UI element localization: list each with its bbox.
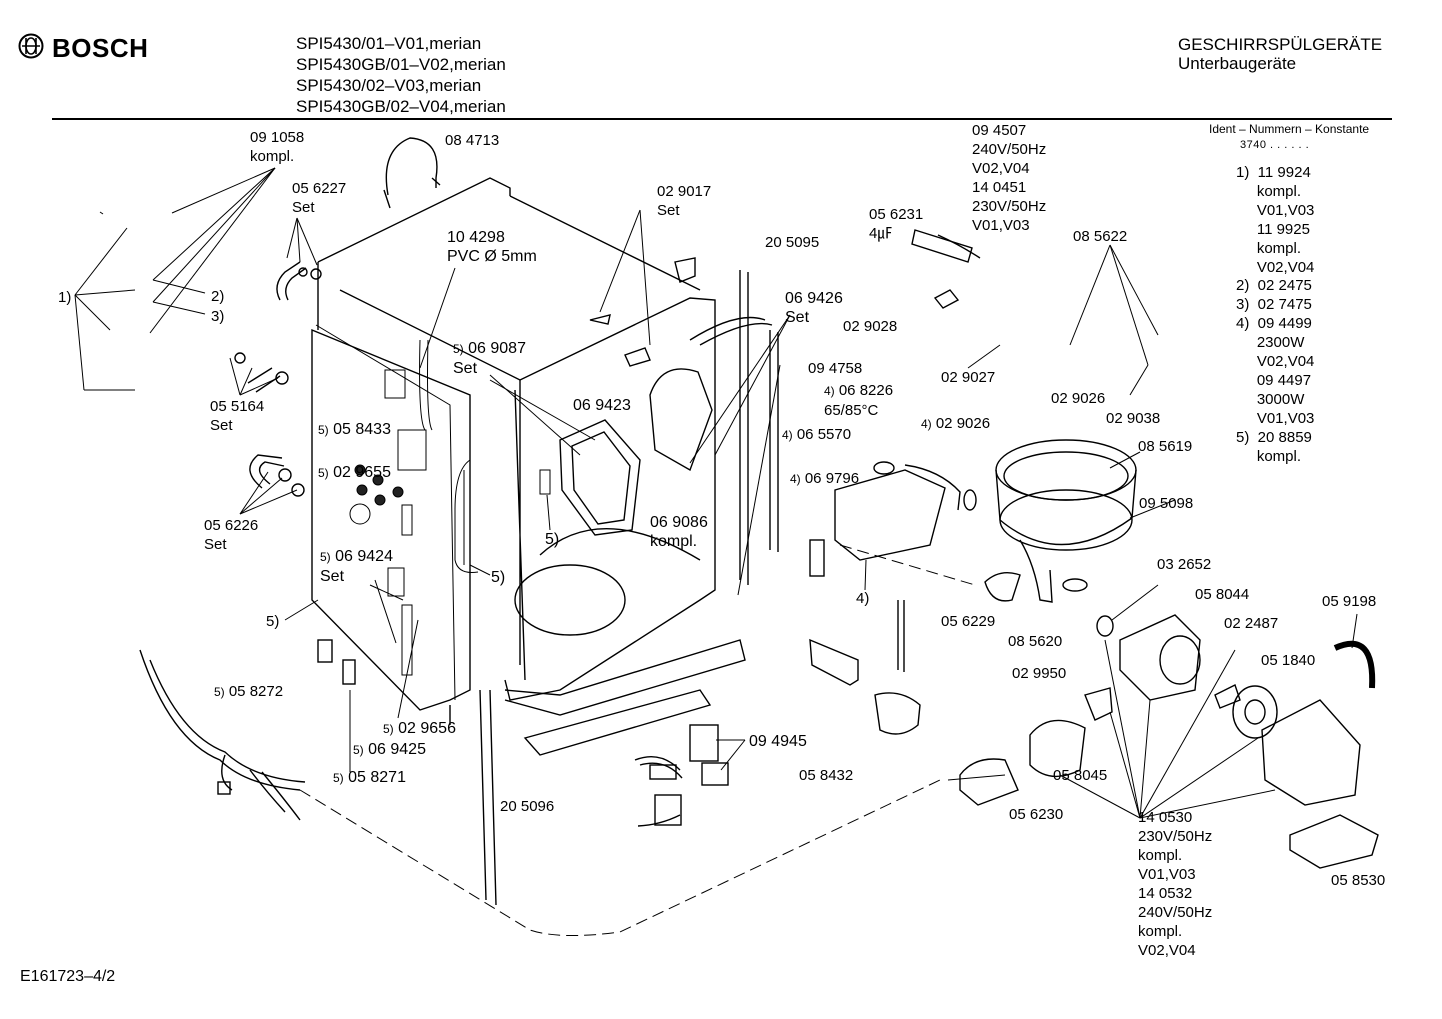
label-058271: 5) 05 8271 bbox=[333, 769, 406, 786]
label-029027: 02 9027 bbox=[941, 369, 996, 386]
leader-lines-right bbox=[284, 209, 1358, 819]
ident-list: 1) 11 9924 kompl. V01,V03 11 9925 kompl.… bbox=[1236, 164, 1315, 465]
label-029655: 5) 02 9655 bbox=[318, 464, 391, 481]
label-029017: 02 9017 Set bbox=[657, 183, 712, 219]
model-list: SPI5430/01–V01,merian SPI5430GB/01–V02,m… bbox=[296, 34, 506, 116]
label-084713: 08 4713 bbox=[445, 132, 500, 149]
drawing-code: E161723–4/2 bbox=[20, 968, 116, 985]
label-058530: 05 8530 bbox=[1331, 872, 1386, 889]
ident-heading: Ident – Nummern – Konstante bbox=[1209, 122, 1370, 136]
label-058045: 05 8045 bbox=[1053, 767, 1108, 784]
label-ref-1: 1) bbox=[58, 289, 72, 306]
label-068226: 4) 06 8226 65/85°C bbox=[824, 382, 894, 419]
label-094758: 09 4758 bbox=[808, 360, 863, 377]
label-069087: 5) 06 9087 Set bbox=[453, 340, 526, 377]
label-ref-5-door: 5) bbox=[491, 569, 506, 586]
category-title: GESCHIRRSPÜLGERÄTE Unterbaugeräte bbox=[1178, 35, 1383, 73]
label-069796: 4) 06 9796 bbox=[790, 470, 860, 487]
ident-constant: 3740 . . . . . . bbox=[1240, 139, 1310, 151]
label-032652: 03 2652 bbox=[1157, 556, 1212, 573]
label-ref-4: 4) bbox=[856, 590, 870, 607]
label-085622: 08 5622 bbox=[1073, 228, 1128, 245]
label-095098: 09 5098 bbox=[1139, 495, 1194, 512]
label-085620: 08 5620 bbox=[1008, 633, 1063, 650]
label-094507: 09 4507 240V/50Hz V02,V04 14 0451 230V/5… bbox=[972, 122, 1047, 234]
label-056229: 05 6229 bbox=[941, 613, 996, 630]
label-029028: 02 9028 bbox=[843, 318, 898, 335]
wire-harness-group bbox=[634, 724, 729, 827]
tub-body-outline bbox=[311, 177, 746, 756]
cable-bundle bbox=[139, 649, 306, 821]
label-029950: 02 9950 bbox=[1012, 665, 1067, 682]
label-058272: 5) 05 8272 bbox=[214, 683, 284, 700]
label-085619: 08 5619 bbox=[1138, 438, 1193, 455]
label-104298: 10 4298 PVC Ø 5mm bbox=[447, 229, 537, 265]
label-ref-5-tub: 5) bbox=[545, 531, 560, 548]
label-029026-a: 4) 02 9026 bbox=[921, 415, 991, 432]
label-069425: 5) 06 9425 bbox=[353, 741, 426, 758]
label-058433: 5) 05 8433 bbox=[318, 421, 391, 438]
label-205096: 20 5096 bbox=[500, 798, 555, 815]
label-029026-b: 02 9026 bbox=[1051, 390, 1106, 407]
label-056230: 05 6230 bbox=[1009, 806, 1064, 823]
label-ref-2: 2) bbox=[211, 288, 225, 305]
bosch-logo-icon bbox=[18, 33, 44, 59]
brand-name: BOSCH bbox=[52, 33, 149, 63]
hose-parts-left bbox=[234, 137, 441, 497]
sump-assembly bbox=[834, 234, 1379, 869]
label-056231: 05 6231 4㎌ bbox=[869, 206, 924, 242]
label-ref-5-panel: 5) bbox=[266, 613, 280, 630]
label-ref-3: 3) bbox=[211, 308, 225, 325]
header-divider bbox=[52, 118, 1392, 120]
label-069423: 06 9423 bbox=[573, 397, 631, 414]
label-069426: 06 9426 Set bbox=[785, 290, 843, 326]
label-069086: 06 9086 kompl. bbox=[650, 514, 708, 550]
label-056226: 05 6226 Set bbox=[204, 517, 259, 553]
label-029656: 5) 02 9656 bbox=[383, 720, 456, 737]
label-059198: 05 9198 bbox=[1322, 593, 1377, 610]
door-panel-details bbox=[315, 324, 551, 701]
label-094945: 09 4945 bbox=[749, 733, 807, 750]
label-029038: 02 9038 bbox=[1106, 410, 1161, 427]
label-069424: 5) 06 9424 Set bbox=[320, 548, 393, 585]
label-091058: 09 1058 kompl. bbox=[250, 129, 305, 165]
label-065570: 4) 06 5570 bbox=[782, 426, 852, 443]
label-051840: 05 1840 bbox=[1261, 652, 1316, 669]
capacitor-part bbox=[911, 229, 973, 263]
label-058432: 05 8432 bbox=[799, 767, 854, 784]
dashed-cabinet-outline bbox=[299, 544, 976, 937]
leader-lines-group-1 bbox=[74, 167, 318, 515]
label-056227: 05 6227 Set bbox=[292, 180, 347, 216]
label-022487: 02 2487 bbox=[1224, 615, 1279, 632]
switch-parts bbox=[317, 539, 859, 686]
label-058044: 05 8044 bbox=[1195, 586, 1250, 603]
inner-components bbox=[479, 257, 779, 906]
label-205095: 20 5095 bbox=[765, 234, 820, 251]
label-055164: 05 5164 Set bbox=[210, 398, 265, 434]
label-140530: 14 0530 230V/50Hz kompl. V01,V03 14 0532… bbox=[1138, 809, 1213, 959]
